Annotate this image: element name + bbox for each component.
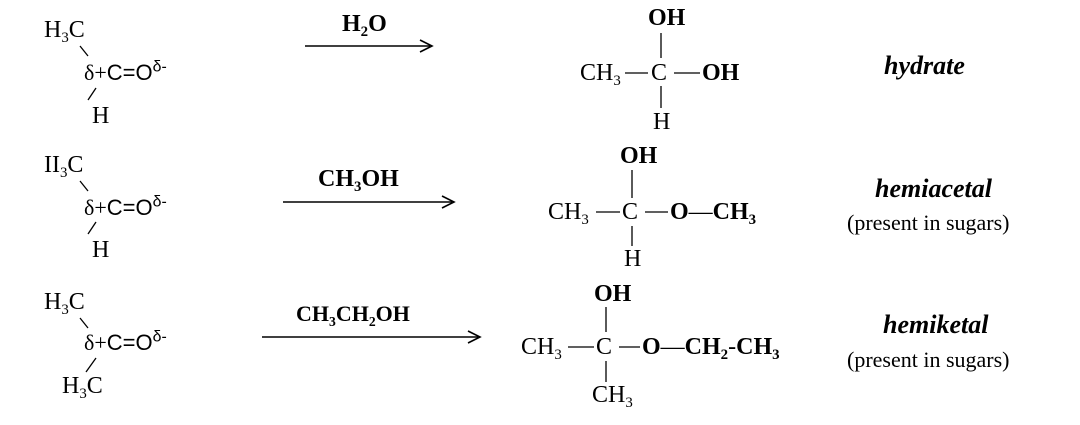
product-class-name: hemiacetal — [875, 174, 992, 203]
product-hydroxyl-top: OH — [594, 281, 632, 307]
reactant-methyl-bottom: H3C — [62, 373, 103, 403]
reactant-methyl-group: II3C — [44, 152, 84, 182]
product-substituent: O—CH2-CH3 — [642, 334, 780, 364]
product-methyl: CH3 — [580, 60, 621, 90]
product-central-carbon: C — [596, 334, 613, 360]
reagent-label: CH3OH — [318, 166, 399, 196]
product-hydroxyl-top: OH — [648, 5, 686, 31]
reactant-hydrogen: H — [92, 103, 110, 129]
reactant-methyl-group: H3C — [44, 289, 85, 319]
product-class-name: hydrate — [884, 51, 965, 80]
arrowhead — [441, 195, 456, 209]
bond-line — [87, 87, 97, 101]
reactant-carbonyl: δ+C=Oδ- — [84, 58, 167, 85]
product-class-note: (present in sugars) — [847, 210, 1010, 235]
product-bottom-group: H — [653, 109, 671, 135]
product-substituent: OH — [702, 60, 740, 86]
reactant-carbonyl: δ+C=Oδ- — [84, 193, 167, 220]
product-hydroxyl-top: OH — [620, 143, 658, 169]
product-substituent: O—CH3 — [670, 199, 757, 229]
bond-line — [79, 180, 89, 192]
reactant-methyl-group: H3C — [44, 17, 85, 47]
reactant-hydrogen: H — [92, 237, 110, 263]
product-bottom-group: CH3 — [592, 382, 633, 412]
product-methyl: CH3 — [521, 334, 562, 364]
product-bottom-group: H — [624, 246, 642, 272]
product-class-name: hemiketal — [883, 310, 989, 339]
bond-line — [79, 45, 89, 57]
bond-line — [85, 357, 97, 373]
reagent-label: CH3CH2OH — [296, 301, 410, 329]
arrowhead — [467, 330, 482, 344]
bond-line — [87, 221, 97, 235]
product-central-carbon: C — [651, 60, 668, 86]
product-class-note: (present in sugars) — [847, 347, 1010, 372]
reagent-label: H2O — [342, 11, 387, 41]
arrowhead — [419, 39, 434, 53]
product-central-carbon: C — [622, 199, 639, 225]
product-methyl: CH3 — [548, 199, 589, 229]
reactant-carbonyl: δ+C=Oδ- — [84, 328, 167, 355]
bond-line — [79, 317, 89, 329]
